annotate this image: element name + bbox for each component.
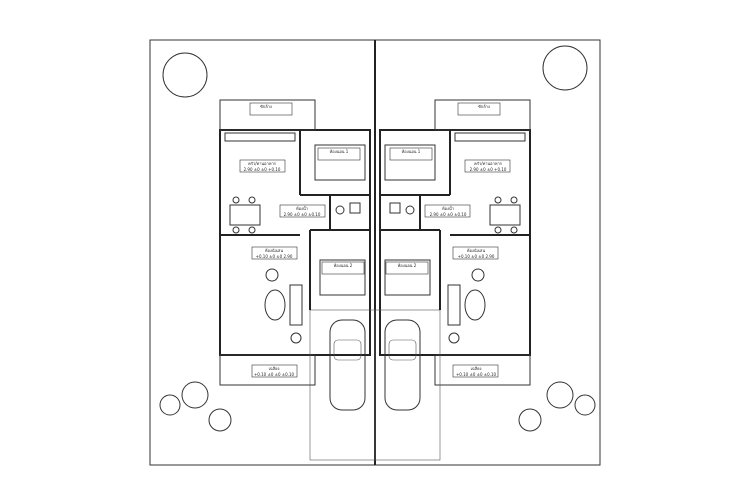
room-labels-left: ซักล้าง ครัว/ทานอาหาร ห้องน้ำ ห้องนั่งเล…	[248, 104, 353, 371]
label-living-left: ห้องนั่งเล่น	[265, 248, 283, 253]
label-kitchen-right: ครัว/ทานอาหาร	[474, 161, 503, 166]
specs-porch-left: +0.10 ±0 ±0 ±0.10	[254, 372, 295, 377]
specs-bath-right: 2.90 ±0 ±0 ±0.10	[430, 212, 467, 217]
house-unit-left	[219, 99, 376, 461]
label-kitchen-left: ครัว/ทานอาหาร	[248, 161, 277, 166]
label-bedroom2-left: ห้องนอน 2	[334, 263, 353, 268]
trees	[159, 45, 596, 432]
specs-living-right: +0.10 ±0 ±0 2.90	[458, 254, 495, 259]
specs-living-left: +0.10 ±0 ±0 2.90	[256, 254, 293, 259]
label-terrace-right: ซักล้าง	[478, 104, 490, 109]
specs-bath-left: 2.90 ±0 ±0 ±0.10	[284, 212, 321, 217]
label-bedroom1-left: ห้องนอน 1	[330, 149, 349, 154]
label-living-right: ห้องนั่งเล่น	[467, 248, 485, 253]
label-terrace-left: ซักล้าง	[260, 104, 272, 109]
specs-kitchen-right: 2.90 ±0 ±0 +0.10	[470, 167, 507, 172]
label-porch-right: เฉลียง	[471, 366, 482, 371]
house-unit-right	[374, 99, 531, 461]
label-bedroom1-right: ห้องนอน 1	[402, 149, 421, 154]
label-bath-right: ห้องน้ำ	[442, 204, 454, 211]
room-labels-right: ซักล้าง ครัว/ทานอาหาร ห้องน้ำ ห้องนั่งเล…	[398, 104, 503, 371]
specs-porch-right: +0.10 ±0 ±0 ±0.10	[456, 372, 497, 377]
label-bedroom2-right: ห้องนอน 2	[398, 263, 417, 268]
room-specs: 2.90 ±0 ±0 +0.10 2.90 ±0 ±0 ±0.10 +0.10 …	[244, 167, 507, 377]
specs-kitchen-left: 2.90 ±0 ±0 +0.10	[244, 167, 281, 172]
label-porch-left: เฉลียง	[269, 366, 280, 371]
label-bath-left: ห้องน้ำ	[296, 204, 308, 211]
